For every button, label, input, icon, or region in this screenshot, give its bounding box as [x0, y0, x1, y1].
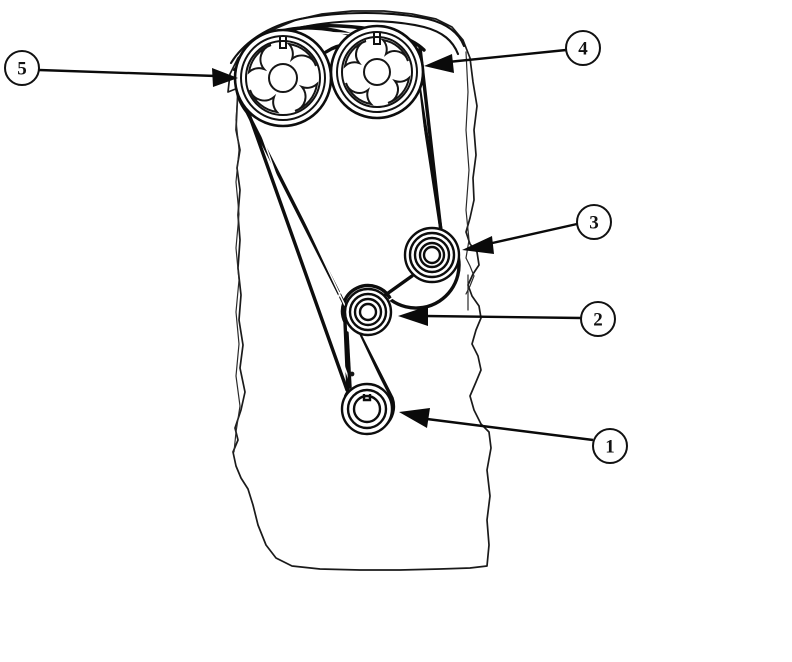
callout-2-arrowhead [398, 306, 428, 326]
belt-right-run-outer [418, 46, 444, 242]
crank-timing-key [362, 394, 372, 402]
idler-hub-bolt [422, 245, 442, 265]
tensioner-hub-bolt [358, 302, 378, 322]
cover-notch-right [465, 257, 475, 295]
left-cam-spoke-opening-right [294, 81, 319, 112]
belt-tc-inner [352, 331, 357, 387]
left-cam-web-ring [245, 40, 321, 116]
idler-ring-2 [408, 231, 456, 279]
callout-4-number: 4 [578, 39, 588, 60]
belt-it-inner [387, 281, 416, 302]
right-cam-spoke-opening-right [387, 75, 411, 104]
callout-5-leader [38, 68, 217, 78]
tensioner-ring-2 [348, 292, 388, 332]
belt-left-run-outer [237, 84, 349, 392]
callout-2-leader [424, 314, 582, 320]
callout-3-leader [487, 222, 578, 246]
idler-pulley[interactable] [403, 226, 461, 284]
callout-4[interactable]: 4 [424, 30, 601, 73]
tensioner-ring-3 [353, 297, 383, 327]
callout-3-arrowhead [462, 236, 494, 254]
callout-1-leader [426, 417, 594, 442]
callout-3[interactable]: 3 [462, 204, 612, 254]
callout-5-arrowhead [212, 68, 238, 87]
belt-it-outer [382, 274, 414, 298]
right-cam-web-ring [341, 36, 413, 108]
belt-idler-to-tensioner-run [382, 274, 416, 302]
left-cam-spoke-opening-bottom [249, 89, 280, 114]
left-cam-timing-key [279, 36, 287, 49]
right-cam-hub-bore [363, 58, 391, 86]
callout-2-circle[interactable] [580, 301, 616, 337]
cover-left-edge-thin [233, 91, 241, 453]
callout-2-number: 2 [593, 310, 603, 331]
belt-tc-outer [345, 331, 352, 389]
crankshaft-sprocket[interactable] [340, 371, 394, 436]
callout-3-number: 3 [589, 213, 599, 234]
crank-ring-2 [346, 388, 388, 430]
crank-timing-dot [349, 371, 355, 377]
callout-5[interactable]: 5 [4, 50, 238, 87]
left-cam-hub-bore [268, 63, 298, 93]
callout-4-leader [447, 48, 567, 64]
right-camshaft-sprocket[interactable] [329, 24, 425, 120]
left-cam-inner-rim [240, 35, 326, 121]
callout-4-circle[interactable] [565, 30, 601, 66]
right-cam-inner-rim [336, 31, 418, 113]
belt-tensioner-pulley[interactable] [343, 287, 393, 337]
callout-3-circle[interactable] [576, 204, 612, 240]
callout-1[interactable]: 1 [399, 408, 628, 464]
right-cam-timing-key [373, 32, 381, 45]
right-cam-spoke-opening-bottom [345, 82, 374, 106]
callout-4-arrowhead [424, 54, 454, 73]
callout-1-circle[interactable] [592, 428, 628, 464]
callout-1-arrowhead [399, 408, 430, 428]
left-cam-spoke-opening-top [286, 42, 317, 67]
callout-2[interactable]: 2 [398, 301, 616, 337]
crank-hub-bore [352, 394, 382, 424]
belt-left-run [237, 84, 353, 392]
idler-ring-4 [418, 241, 446, 269]
belt-tensioner-to-crank-run [345, 331, 357, 389]
callout-5-number: 5 [17, 59, 27, 80]
callout-5-circle[interactable] [4, 50, 40, 86]
right-cam-spoke-opening-top [380, 38, 409, 62]
callout-1-number: 1 [605, 437, 615, 458]
left-camshaft-sprocket[interactable] [233, 28, 333, 128]
cover-right-edge-thin [465, 51, 470, 259]
right-cam-spoke-opening-left [343, 40, 367, 69]
idler-ring-3 [413, 236, 451, 274]
left-cam-spoke-opening-left [247, 44, 272, 75]
belt-left-run-inner [244, 87, 353, 389]
